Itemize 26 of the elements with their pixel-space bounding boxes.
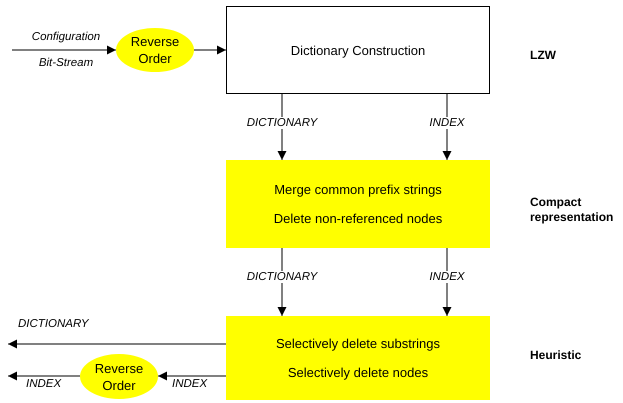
edge-label: Configuration Bit-Stream bbox=[30, 30, 102, 71]
arrow bbox=[12, 46, 116, 54]
edge-label: INDEX bbox=[170, 378, 210, 390]
arrow bbox=[194, 46, 226, 54]
process-box bbox=[226, 160, 490, 248]
node-text: Selectively delete substrings bbox=[276, 335, 440, 352]
stage-label: Compact representation bbox=[530, 195, 614, 225]
process-box bbox=[226, 6, 490, 94]
node-text: Selectively delete nodes bbox=[288, 364, 428, 381]
process-box bbox=[226, 316, 490, 400]
edge-label: INDEX bbox=[24, 378, 64, 390]
node-text: Dictionary Construction bbox=[290, 42, 426, 58]
edge-label: DICTIONARY bbox=[16, 318, 90, 330]
arrow bbox=[8, 340, 226, 348]
stage-label: Heuristic bbox=[530, 348, 582, 363]
edge-label: DICTIONARY bbox=[244, 117, 320, 129]
arrow bbox=[158, 372, 226, 380]
node-text: Reverse Order bbox=[94, 360, 144, 394]
node-text: Merge common prefix strings bbox=[274, 181, 442, 198]
edge-label: INDEX bbox=[427, 117, 467, 129]
node-text: Reverse Order bbox=[130, 33, 180, 67]
arrow bbox=[8, 372, 80, 380]
edge-label: INDEX bbox=[427, 271, 467, 283]
stage-label: LZW bbox=[530, 48, 556, 63]
node-text: Delete non-referenced nodes bbox=[274, 210, 442, 227]
edge-label: DICTIONARY bbox=[244, 271, 320, 283]
